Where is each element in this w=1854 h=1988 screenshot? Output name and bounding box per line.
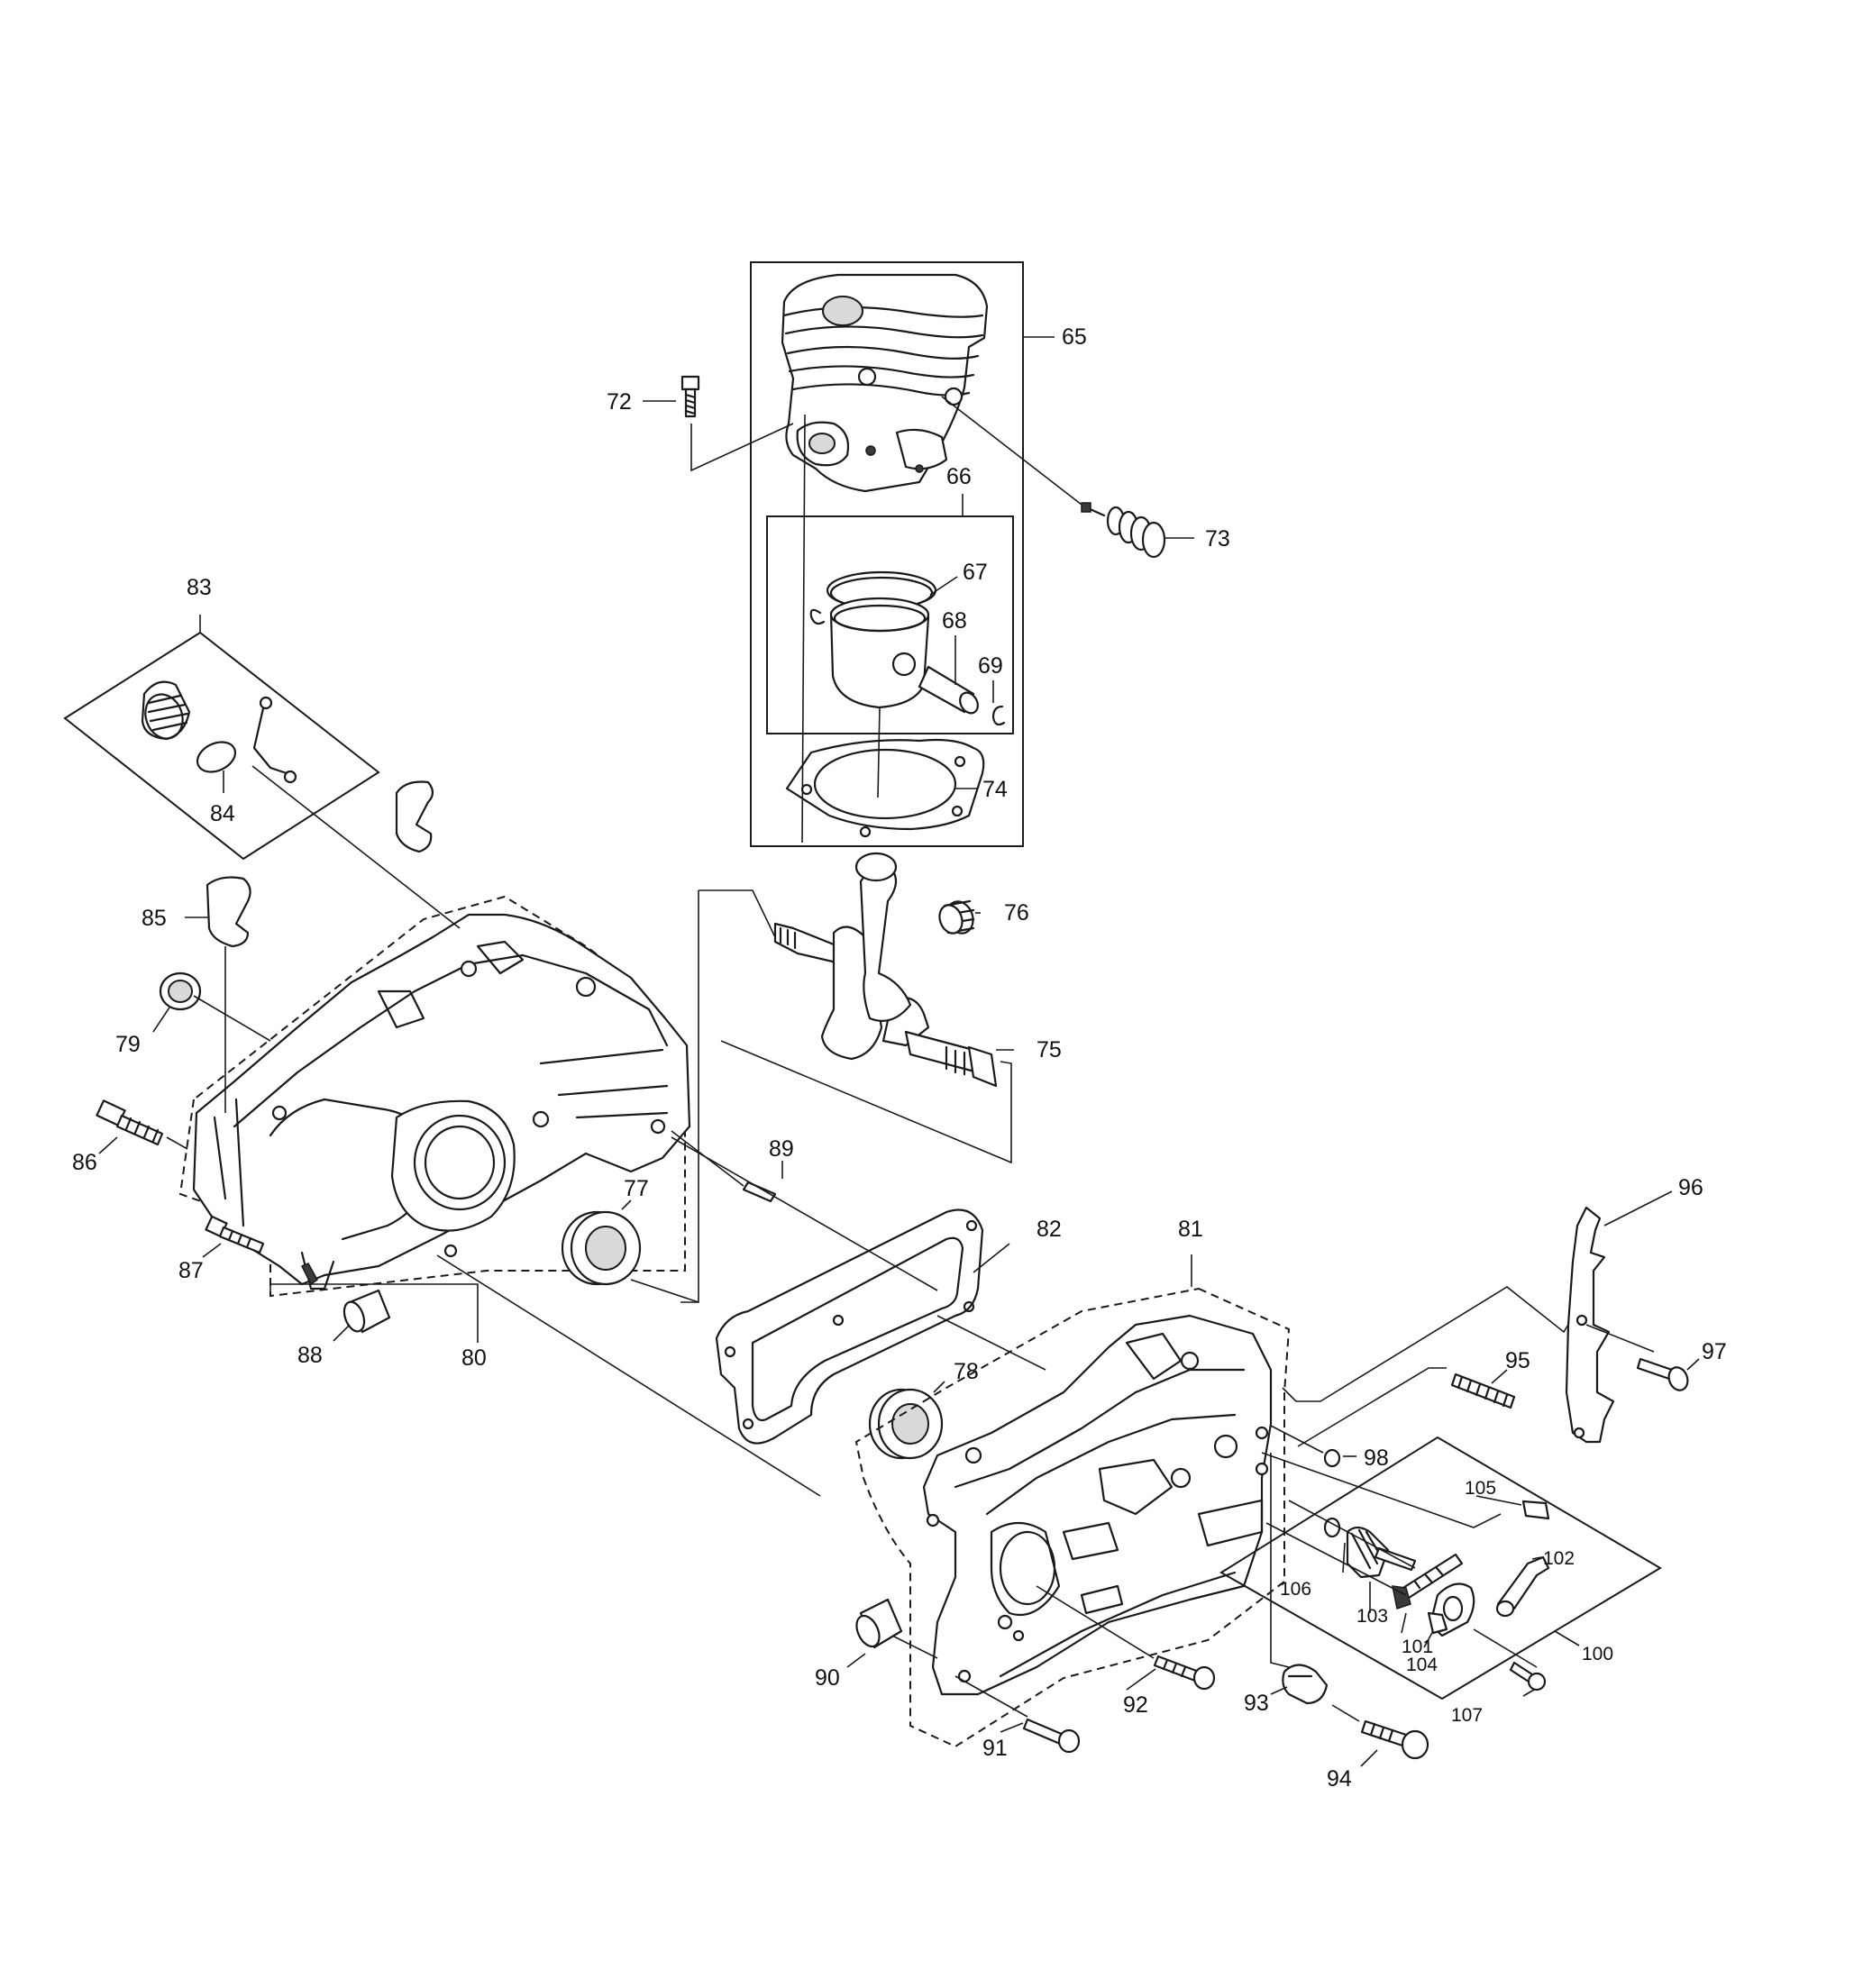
chain-catcher-screw	[1360, 1719, 1429, 1760]
main-bearing-right	[868, 1388, 944, 1460]
main-bearing-left	[561, 1210, 642, 1286]
cylinder-screw	[680, 375, 700, 418]
crankcase-screw-92	[1153, 1655, 1216, 1691]
clip-spare	[395, 780, 434, 853]
callout-106: 106	[1280, 1579, 1311, 1600]
callout-77: 77	[624, 1176, 649, 1201]
oil-pump-screw	[1509, 1661, 1547, 1692]
muffler-spring	[1081, 502, 1166, 559]
callout-94: 94	[1327, 1766, 1352, 1792]
callout-93: 93	[1244, 1691, 1269, 1716]
chain-catcher	[1282, 1664, 1329, 1705]
left-crankcase	[192, 913, 691, 1290]
callout-104: 104	[1406, 1655, 1438, 1675]
callout-67: 67	[963, 560, 988, 585]
bar-nut	[1323, 1448, 1341, 1468]
oil-pump-spring-seat	[1521, 1500, 1550, 1520]
callout-83: 83	[187, 575, 212, 600]
callout-105: 105	[1465, 1478, 1496, 1499]
oil-pump-worm	[1346, 1526, 1417, 1579]
callout-65: 65	[1062, 324, 1087, 350]
right-crankcase-group	[854, 1287, 1291, 1748]
callout-74: 74	[982, 777, 1008, 802]
needle-bearing	[938, 899, 975, 935]
oil-cap-strap	[252, 696, 297, 784]
callout-107: 107	[1451, 1705, 1483, 1726]
piston-pin	[918, 665, 979, 715]
connecting-rod	[854, 852, 912, 1022]
cylinder-group-box	[750, 261, 1024, 847]
oil-cap-box	[63, 631, 380, 861]
crankcase-bolt-86	[96, 1099, 164, 1146]
callout-labels: 65 66 67 68 69 72 73 74 75 76 77 78 79 8…	[72, 324, 1727, 1792]
right-crankcase-dashed-outline	[854, 1287, 1291, 1748]
oil-seal-left	[159, 971, 202, 1011]
oil-pump-housing	[1427, 1582, 1475, 1637]
callout-69: 69	[978, 653, 1003, 679]
callout-87: 87	[178, 1258, 204, 1283]
callout-79: 79	[115, 1032, 141, 1057]
callout-96: 96	[1678, 1175, 1703, 1200]
callout-68: 68	[942, 608, 967, 634]
callout-90: 90	[815, 1665, 840, 1691]
callout-82: 82	[1037, 1217, 1062, 1242]
callout-75: 75	[1037, 1037, 1062, 1062]
callout-80: 80	[461, 1345, 487, 1371]
callout-103: 103	[1356, 1606, 1388, 1627]
bumper-spike	[1565, 1206, 1615, 1444]
oil-cap-o-ring	[196, 741, 237, 773]
rubber-buffer	[855, 1598, 903, 1649]
right-crankcase	[922, 1314, 1273, 1696]
oil-cap-group	[63, 615, 461, 929]
callout-66: 66	[946, 464, 972, 489]
callout-81: 81	[1178, 1217, 1203, 1242]
callout-92: 92	[1123, 1692, 1148, 1718]
oil-pump-piston	[1392, 1553, 1464, 1610]
cylinder-gasket	[785, 738, 985, 838]
callout-84: 84	[210, 801, 235, 826]
oil-cap	[141, 680, 191, 741]
callout-88: 88	[297, 1343, 323, 1368]
callout-100: 100	[1582, 1644, 1613, 1664]
callout-91: 91	[982, 1736, 1008, 1761]
oil-pump-group	[1219, 1436, 1662, 1701]
bar-stud	[1450, 1372, 1516, 1409]
callout-78: 78	[954, 1359, 979, 1384]
bumper-bolt	[1636, 1357, 1689, 1391]
cylinder-assembly-group	[750, 261, 1024, 847]
callout-102: 102	[1543, 1548, 1575, 1569]
crankcase-screw-91	[1022, 1718, 1081, 1754]
piston	[829, 597, 930, 709]
circlip-left	[809, 608, 826, 625]
callout-72: 72	[607, 389, 632, 415]
oil-pump-box	[1219, 1436, 1662, 1701]
callout-85: 85	[142, 906, 167, 931]
callout-86: 86	[72, 1150, 97, 1175]
circlip-right	[991, 705, 1006, 726]
callout-101: 101	[1402, 1637, 1433, 1657]
callout-76: 76	[1004, 900, 1029, 926]
callout-73: 73	[1205, 526, 1230, 552]
callout-97: 97	[1702, 1339, 1727, 1364]
dowel-pin	[742, 1181, 777, 1203]
rubber-cap	[342, 1289, 391, 1334]
left-crankcase-group	[178, 895, 691, 1298]
callout-89: 89	[769, 1136, 794, 1162]
callout-98: 98	[1364, 1445, 1389, 1471]
crankcase-bolt-87	[205, 1215, 265, 1254]
oil-pump-lever	[1495, 1555, 1550, 1618]
piston-kit-box	[766, 515, 1014, 734]
crankcase-gasket	[715, 1208, 984, 1445]
cylinder	[781, 273, 989, 493]
chain-catcher-clip	[205, 876, 251, 948]
callout-95: 95	[1505, 1348, 1530, 1373]
